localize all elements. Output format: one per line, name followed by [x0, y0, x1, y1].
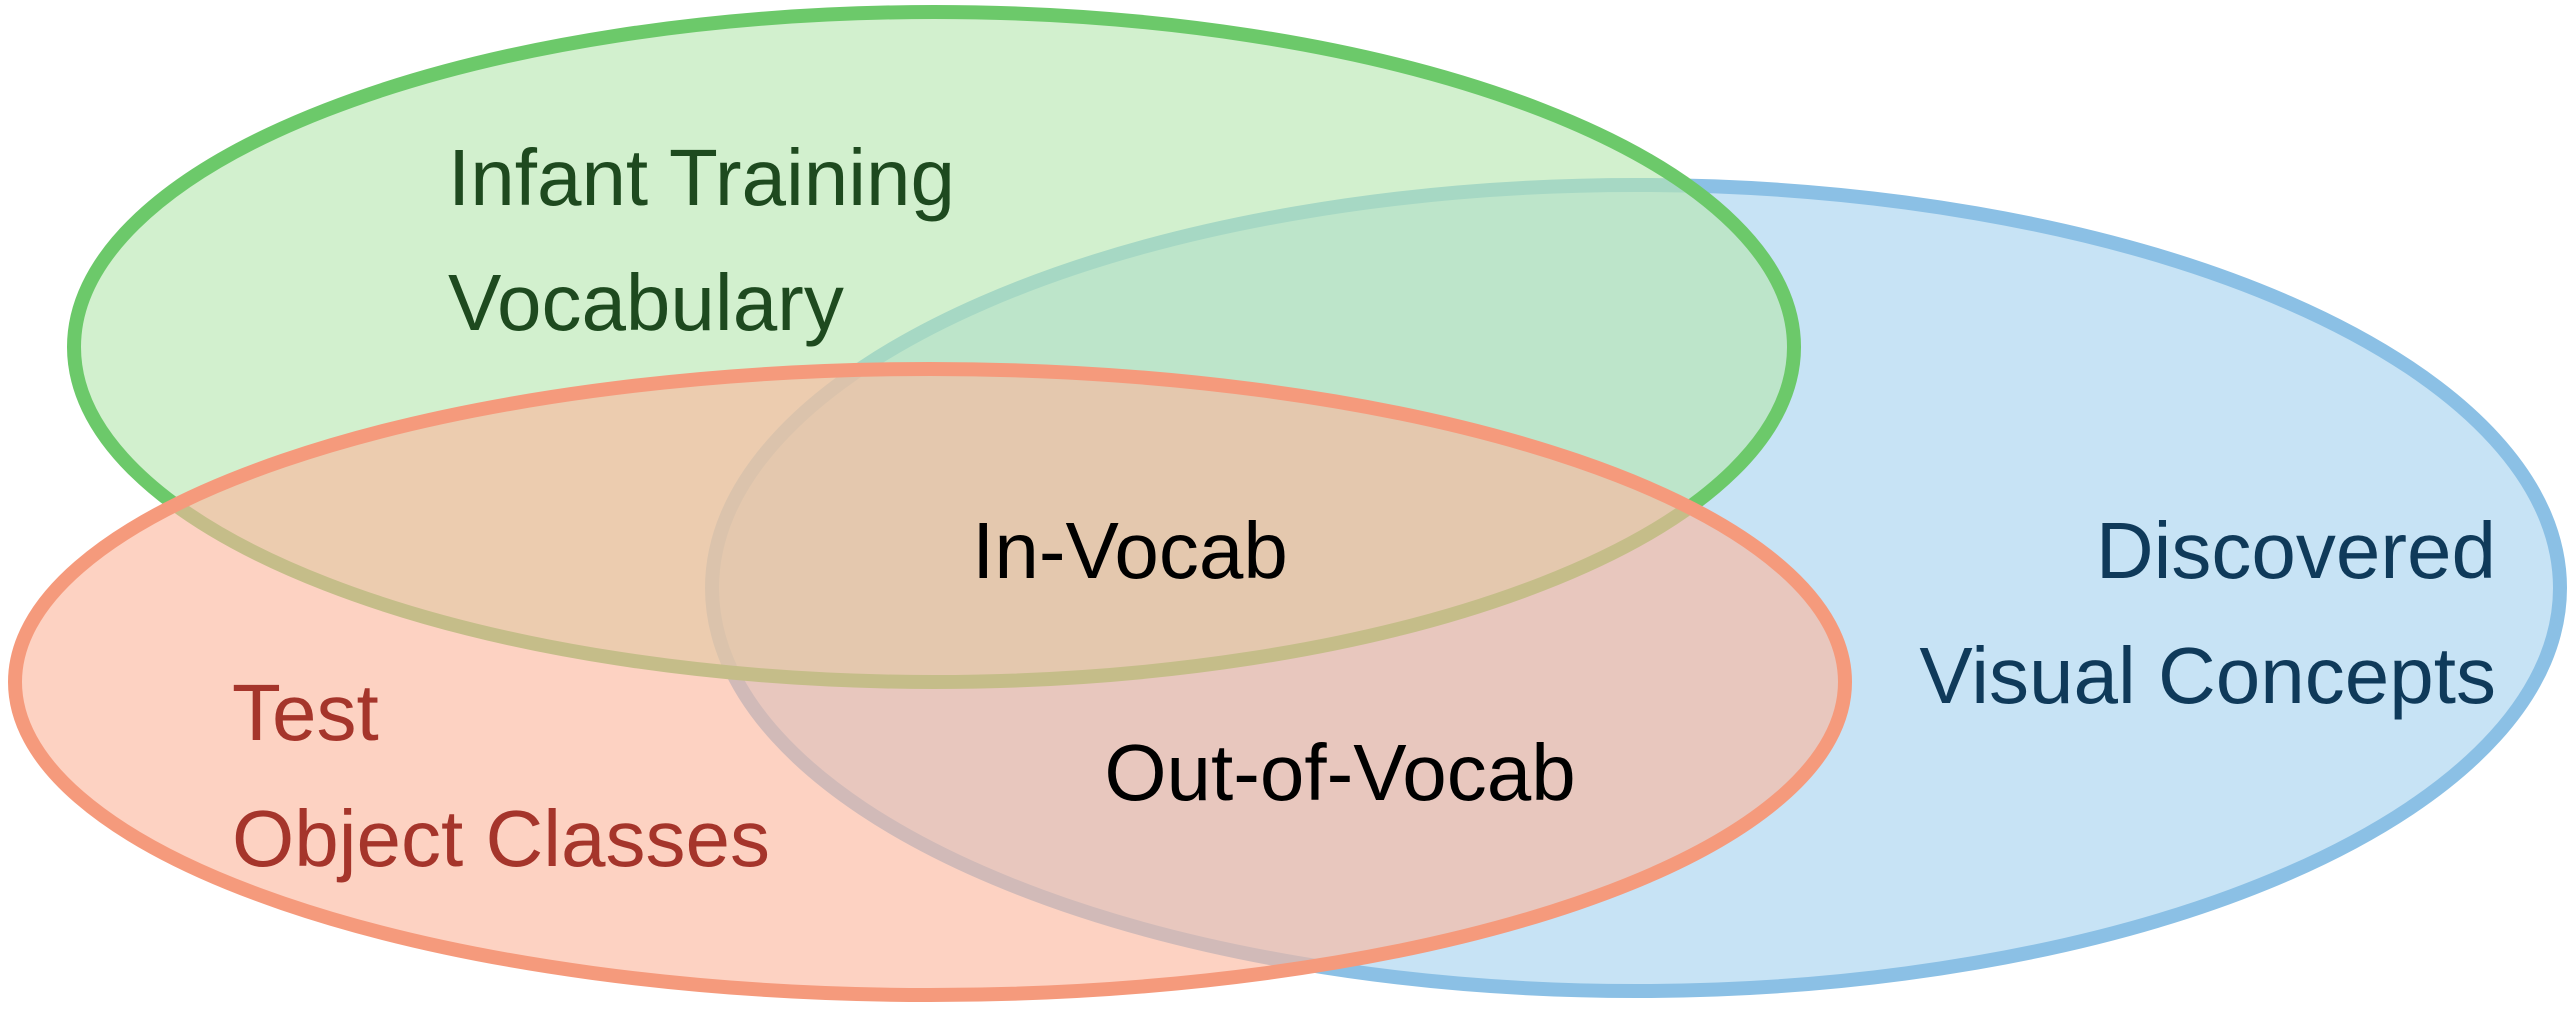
- test-classes-ellipse: [8, 362, 1852, 1002]
- discovered-concepts-label-line2: Visual Concepts: [1919, 631, 2496, 720]
- infant-vocabulary-label-line1: Infant Training: [448, 133, 955, 222]
- test-classes-label-line1: Test: [232, 668, 379, 757]
- out-of-vocab-region-label: Out-of-Vocab: [1104, 728, 1575, 817]
- test-classes-label-line2: Object Classes: [232, 794, 770, 883]
- in-vocab-region-label: In-Vocab: [972, 506, 1288, 595]
- infant-vocabulary-label-line2: Vocabulary: [448, 258, 844, 347]
- discovered-concepts-label-line1: Discovered: [2096, 506, 2496, 595]
